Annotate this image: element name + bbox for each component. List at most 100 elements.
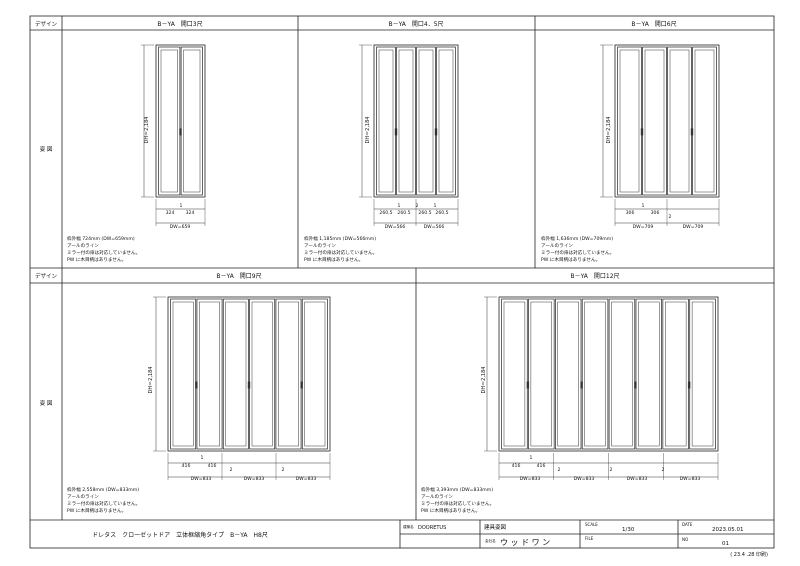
door-leaf-panel [398, 49, 414, 193]
product-name: ドレタス クローゼットドア 立体框縮角タイプ B－YA H8尺 [92, 531, 268, 539]
door-leaf [249, 298, 276, 450]
dh-label-4: DH＝2,184 [148, 367, 154, 394]
panel-title-1: B－YA 開口3尺 [157, 21, 202, 28]
note-line: ミラー付の扉は対応していません。 [421, 500, 494, 507]
dim-dw: DW=566 [385, 224, 406, 230]
note-line: アールのライン [67, 494, 99, 500]
note-line: 枠外幅 3,393mm (DW=833mm) [421, 486, 493, 493]
dim-dw: DW=709 [633, 224, 654, 230]
door-handle [247, 381, 251, 389]
note-line: 枠外幅 724mm (DW=659mm) [67, 235, 135, 242]
door-leaf [692, 46, 717, 196]
dim-dw: DW=833 [191, 476, 212, 482]
row-label-design-1: デザイン [35, 20, 58, 28]
door-handle [690, 128, 694, 136]
dims-panel-3: 1 2 306 306 DW=709 DW=709 [626, 203, 704, 230]
dim-small: 1 [398, 203, 401, 209]
note-line: アールのライン [67, 243, 99, 249]
door-leaf [275, 298, 302, 450]
dim-small: 260.5 [435, 210, 448, 216]
dim-small: 2 [610, 467, 613, 473]
dim-small: 1 [180, 203, 183, 209]
sheet-grid [29, 15, 775, 549]
dim-small: 1 [642, 203, 645, 209]
notes-panel-5: 枠外幅 3,393mm (DW=833mm) アールのライン ミラー付の扉は対応… [421, 486, 494, 514]
door-handle [195, 381, 198, 389]
door-leaf-panel [644, 49, 665, 193]
note-line: ミラー付の扉は対応していません。 [67, 249, 140, 256]
door-frame [155, 44, 206, 198]
door-frame [167, 296, 331, 452]
dim-small: 306 [651, 210, 660, 216]
door-leaf-panel [638, 301, 660, 447]
door-handle [300, 381, 303, 389]
door-leaf-panel [278, 301, 299, 447]
dh-label-2: DH＝2,184 [365, 117, 371, 144]
door-leaf [301, 298, 328, 450]
door-leaf [662, 298, 689, 450]
dim-small: 260.5 [418, 210, 431, 216]
company-label: 会社名 [485, 538, 496, 543]
panel-title-5: B－YA 開口12尺 [570, 273, 619, 280]
door-handle [179, 128, 182, 136]
dim-dw: DW=566 [424, 224, 445, 230]
dim-dw: DW=833 [627, 476, 648, 482]
dim-small: 416 [537, 463, 546, 469]
door-leaf-panel [199, 301, 220, 447]
company-name: ウ ッ ド ワ ン [500, 538, 550, 547]
dim-small: 1 [201, 455, 204, 461]
dim-small: 2 [662, 467, 665, 473]
door-handle [687, 381, 691, 389]
door-leaf-panel [669, 49, 690, 193]
door-frame [614, 44, 720, 198]
note-line: PW に木目柄はありません。 [421, 507, 480, 514]
dim-small: 2 [558, 467, 561, 473]
dim-small: 416 [208, 463, 217, 469]
door-leaf [501, 298, 528, 450]
door-leaf [170, 298, 197, 450]
door-leaf [528, 298, 555, 450]
dim-small: 416 [182, 463, 191, 469]
note-line: PW に木目柄はありません。 [67, 256, 126, 263]
door-leaf-panel [694, 49, 715, 193]
dim-small: 416 [512, 463, 521, 469]
door-leaf [667, 46, 692, 196]
door-leaf [617, 46, 642, 196]
panel-title-2: B－YA 開口4．5尺 [388, 21, 443, 28]
no-value: 01 [722, 541, 729, 547]
note-line: 枠外幅 2,558mm (DW=833mm) [67, 486, 139, 493]
notes-panel-3: 枠外幅 1,636mm (DW=709mm) アールのライン ミラー付の扉は対応… [541, 235, 614, 263]
door-frame [373, 44, 459, 198]
scale-label: SCALE [585, 522, 598, 527]
date-label: DATE [682, 522, 693, 527]
door-leaf [554, 298, 582, 450]
door-leaf-panel [665, 301, 687, 447]
dim-small: 2 [230, 467, 233, 473]
row-label-elevation-1: 姿 図 [40, 145, 53, 153]
door-handle [580, 381, 583, 389]
note-line: PW に木目柄はありません。 [304, 256, 363, 263]
door-handle [526, 381, 530, 389]
note-line: アールのライン [541, 243, 573, 249]
note-line: PW に木目柄はありません。 [541, 256, 600, 263]
door-leaf-panel [557, 301, 579, 447]
door-handle [434, 128, 438, 136]
door-leaf-panel [304, 301, 326, 447]
door-leaf [396, 46, 416, 196]
dim-dw: DW=833 [520, 476, 541, 482]
dim-dw: DW=709 [683, 224, 704, 230]
notes-panel-2: 枠外幅 1,185mm (DW=566mm) アールのライン ミラー付の扉は対応… [304, 235, 377, 263]
scale-value: 1/30 [622, 527, 635, 533]
door-handle [634, 381, 637, 389]
door-leaf-panel [438, 49, 454, 193]
door-leaf-panel [251, 301, 273, 447]
dim-small: 306 [626, 210, 635, 216]
dim-dw: DW=833 [296, 476, 317, 482]
panel-title-4: B－YA 開口9尺 [216, 273, 261, 280]
brand-label: 建築名 [403, 524, 414, 529]
note-line: 枠外幅 1,636mm (DW=709mm) [541, 235, 613, 242]
door-leaf [416, 46, 436, 196]
brand-name: DOORETUS [418, 525, 446, 531]
note-line: アールのライン [421, 494, 453, 500]
